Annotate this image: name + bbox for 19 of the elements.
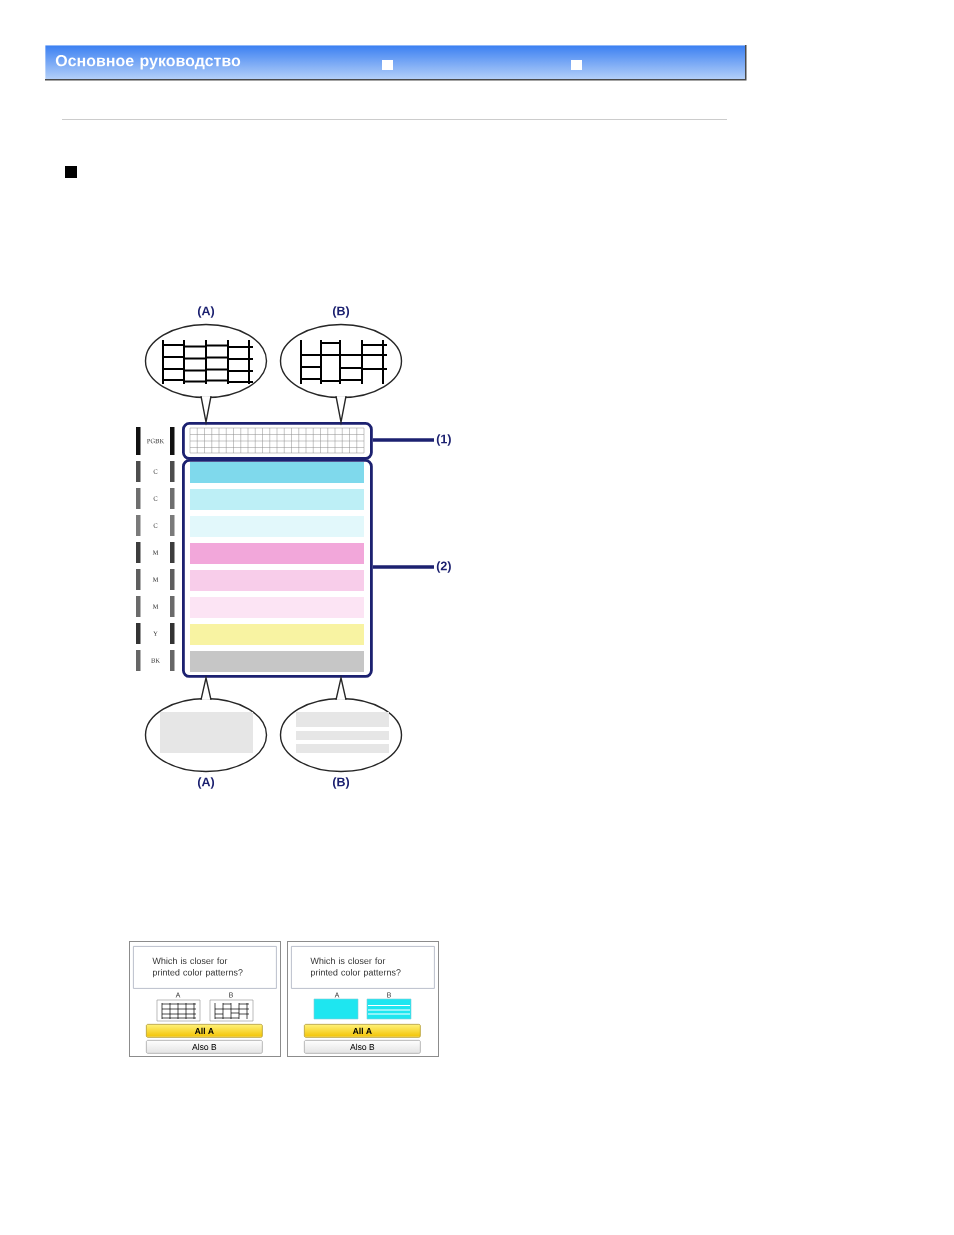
callout-letter: (B) (332, 306, 350, 318)
option-button: All A (304, 1024, 421, 1038)
header-bar: Основное руководство (44, 44, 747, 81)
option-button: Also B (146, 1040, 263, 1054)
callout-letter: (A) (197, 306, 215, 318)
leader-line (372, 438, 434, 442)
option-button: Also B (304, 1040, 421, 1054)
balloon-tail (200, 395, 212, 426)
callout-number: (2) (436, 561, 451, 573)
prompt-box: Which is closer for printed color patterns? (291, 946, 435, 989)
callout-letter: (A) (197, 777, 215, 789)
leader-line (372, 565, 434, 569)
callout-letter: (B) (332, 777, 350, 789)
option-button: All A (146, 1024, 263, 1038)
balloon-tail (200, 674, 212, 701)
prompt-box: Which is closer for printed color patterns? (133, 946, 277, 989)
balloon-tail (335, 395, 347, 426)
balloon-tail (335, 674, 347, 701)
callout-number: (1) (436, 434, 451, 446)
